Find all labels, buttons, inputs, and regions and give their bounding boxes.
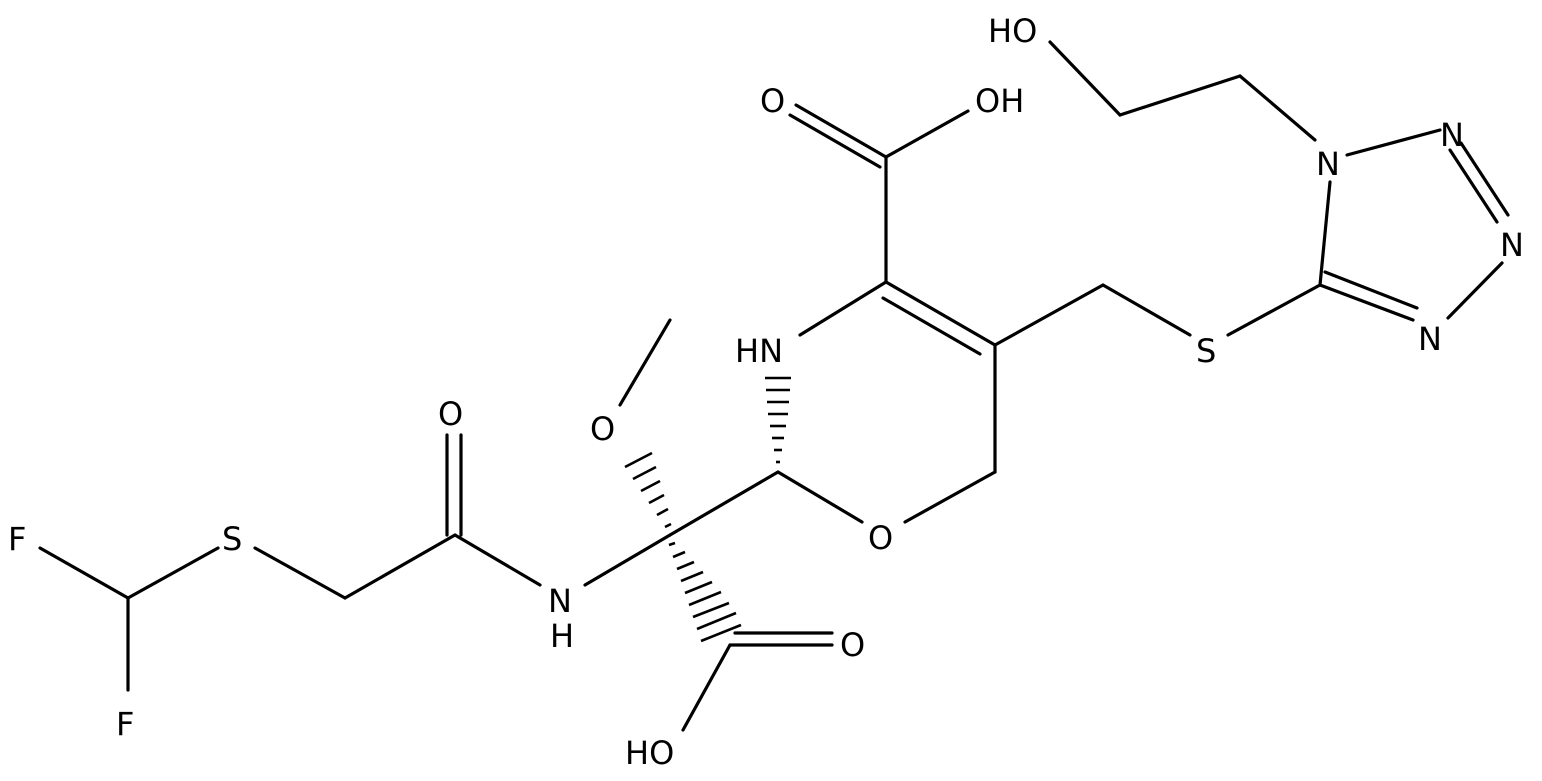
bond-nh-c3 xyxy=(798,280,888,337)
bond-s-chf2 xyxy=(126,546,220,600)
label-f-bottom: F xyxy=(116,705,134,743)
bond-c-cq xyxy=(668,470,780,537)
bond-cooh-o-a xyxy=(794,103,888,159)
label-n1: N xyxy=(1316,145,1340,183)
bond-ho-ch2 xyxy=(1048,40,1122,117)
bond-ch2-n1 xyxy=(1238,74,1317,142)
label-n3: N xyxy=(1500,226,1524,264)
label-n2: N xyxy=(1440,116,1464,154)
hashed-wedge-nh xyxy=(765,376,791,464)
label-o-amide: O xyxy=(438,395,463,433)
hashed-wedge-cooh xyxy=(668,541,742,643)
bond-co-ch2 xyxy=(343,533,457,600)
bond-cooh2-oh xyxy=(681,643,732,732)
bond-cq-nh xyxy=(583,533,672,587)
label-cooh-top-oh: OH xyxy=(975,82,1024,120)
label-s-left: S xyxy=(222,520,242,558)
bond-n3-n4 xyxy=(1446,261,1504,320)
bond-s-ch2 xyxy=(1101,283,1192,337)
label-s-tetrazole: S xyxy=(1196,332,1216,370)
bond-nh-co xyxy=(453,533,542,587)
label-ho-bottom: HO xyxy=(625,734,674,772)
label-o-ring: O xyxy=(868,519,893,557)
label-n4: N xyxy=(1418,320,1442,358)
bond-chf2-f-top xyxy=(38,546,130,600)
bond-ch2-s xyxy=(253,546,347,600)
label-f-top: F xyxy=(8,520,26,558)
label-ho-top: HO xyxy=(988,12,1037,50)
bond-n2-n3-b xyxy=(1459,141,1510,217)
bond-c5-n4-a xyxy=(1318,283,1415,322)
hashed-wedge-ome xyxy=(624,451,672,529)
bond-c5-s xyxy=(1226,283,1322,337)
bond-c5-n4-b xyxy=(1323,270,1419,310)
label-cooh-bottom-o: O xyxy=(840,626,865,664)
bond-c5-n1 xyxy=(1318,180,1332,287)
bond-o-ch3 xyxy=(618,318,672,407)
label-nh-h: H xyxy=(550,617,574,655)
bond-n2-n3-a xyxy=(1448,148,1499,224)
bond-c3-c4-b xyxy=(881,296,982,356)
label-o-methoxy: O xyxy=(590,410,615,448)
bond-n1-n2 xyxy=(1345,128,1442,157)
label-cooh-top-o: O xyxy=(760,82,785,120)
bond-ch2-o xyxy=(903,470,997,524)
label-hn-ring: HN xyxy=(735,332,783,370)
bond-cooh-o-b xyxy=(788,113,882,169)
bond-ch2-ch2 xyxy=(1118,74,1242,117)
bond-ch2-c5ring xyxy=(993,283,1105,347)
label-nh-n: N xyxy=(548,582,572,620)
bond-o-c xyxy=(776,470,864,524)
bond-c3-c4-a xyxy=(884,280,997,347)
bond-cooh-oh xyxy=(884,109,970,159)
